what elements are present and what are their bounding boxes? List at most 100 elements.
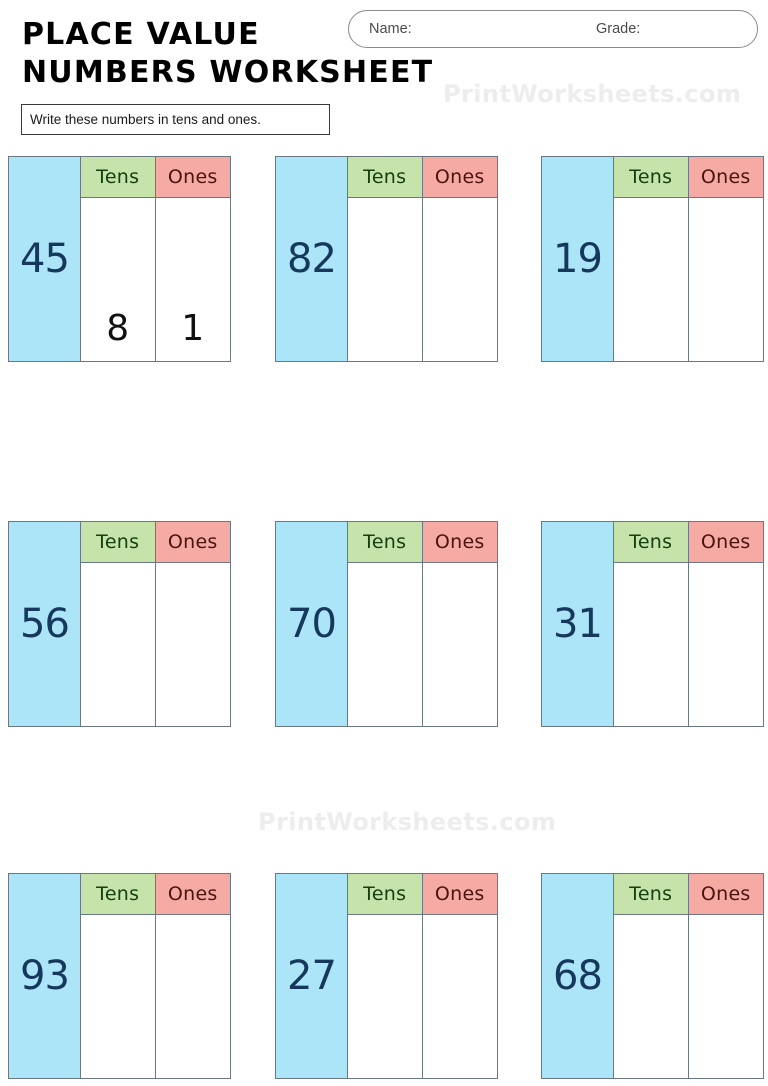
tens-answer-cell[interactable] [348,915,422,1078]
tens-answer-cell[interactable] [348,198,422,361]
name-grade-field-group[interactable]: Name: Grade: [348,10,758,48]
ones-answer-cell[interactable] [155,563,230,726]
tens-answer-cell[interactable] [81,915,155,1078]
place-value-card: 19 Tens Ones [541,156,764,362]
tens-header: Tens [348,522,422,563]
number-panel: 93 [9,874,81,1078]
instruction-box: Write these numbers in tens and ones. [21,104,330,135]
tens-answer-cell[interactable] [348,563,422,726]
number-panel: 70 [276,522,348,726]
ones-answer-cell[interactable]: 1 [155,198,230,361]
ones-answer-cell[interactable] [422,915,497,1078]
number-panel: 82 [276,157,348,361]
ones-header: Ones [688,157,763,198]
place-value-columns: Tens 8 Ones 1 [81,157,230,361]
ones-column: Ones [422,874,497,1078]
tens-column: Tens 8 [81,157,156,361]
ones-answer-cell[interactable] [688,198,763,361]
tens-column: Tens [348,157,423,361]
ones-column: Ones [422,157,497,361]
page-title-line-1: PLACE VALUE [22,17,260,52]
ones-header: Ones [155,522,230,563]
tens-answer-cell[interactable] [81,563,155,726]
grade-field-label: Grade: [596,21,641,37]
watermark-middle: PrintWorksheets.com [258,808,557,836]
problem-number: 27 [287,953,337,999]
ones-answer-cell[interactable] [688,915,763,1078]
place-value-card: 56 Tens Ones [8,521,231,727]
ones-header: Ones [688,522,763,563]
tens-header: Tens [614,522,688,563]
problem-number: 70 [287,601,337,647]
place-value-columns: Tens Ones [614,874,763,1078]
tens-header: Tens [81,522,155,563]
tens-header: Tens [614,874,688,915]
instruction-text: Write these numbers in tens and ones. [30,112,261,127]
tens-column: Tens [348,522,423,726]
tens-column: Tens [614,874,689,1078]
place-value-columns: Tens Ones [614,522,763,726]
place-value-card: 31 Tens Ones [541,521,764,727]
number-panel: 27 [276,874,348,1078]
page-title: PLACE VALUE NUMBERS WORKSHEET [22,16,452,92]
place-value-card: 82 Tens Ones [275,156,498,362]
tens-header: Tens [348,874,422,915]
ones-column: Ones [422,522,497,726]
tens-column: Tens [614,522,689,726]
card-row-1: 45 Tens 8 Ones 1 82 Tens [0,156,768,362]
ones-header: Ones [422,157,497,198]
place-value-card: 68 Tens Ones [541,873,764,1079]
ones-column: Ones [688,522,763,726]
problem-number: 93 [20,953,70,999]
place-value-columns: Tens Ones [348,157,497,361]
place-value-columns: Tens Ones [81,874,230,1078]
worksheet-header: PLACE VALUE NUMBERS WORKSHEET Name: Grad… [0,0,768,145]
place-value-card: 27 Tens Ones [275,873,498,1079]
tens-column: Tens [81,522,156,726]
tens-header: Tens [348,157,422,198]
ones-answer-cell[interactable] [422,563,497,726]
page-title-line-2: NUMBERS WORKSHEET [22,55,434,90]
ones-answer-cell[interactable] [688,563,763,726]
number-panel: 68 [542,874,614,1078]
tens-header: Tens [614,157,688,198]
ones-answer-cell[interactable] [155,915,230,1078]
problem-number: 68 [553,953,603,999]
ones-column: Ones 1 [155,157,230,361]
problem-number: 82 [287,236,337,282]
ones-answer-cell[interactable] [422,198,497,361]
ones-column: Ones [688,874,763,1078]
ones-header: Ones [688,874,763,915]
tens-answer-cell[interactable]: 8 [81,198,155,361]
tens-answer-cell[interactable] [614,198,688,361]
number-panel: 56 [9,522,81,726]
place-value-columns: Tens Ones [614,157,763,361]
tens-answer-cell[interactable] [614,563,688,726]
ones-header: Ones [422,874,497,915]
ones-column: Ones [155,874,230,1078]
ones-column: Ones [155,522,230,726]
place-value-columns: Tens Ones [348,522,497,726]
problem-number: 31 [553,601,603,647]
tens-column: Tens [81,874,156,1078]
tens-column: Tens [348,874,423,1078]
tens-answer-cell[interactable] [614,915,688,1078]
place-value-columns: Tens Ones [348,874,497,1078]
tens-header: Tens [81,874,155,915]
ones-column: Ones [688,157,763,361]
place-value-card: 45 Tens 8 Ones 1 [8,156,231,362]
ones-header: Ones [155,874,230,915]
tens-header: Tens [81,157,155,198]
problem-number: 56 [20,601,70,647]
place-value-columns: Tens Ones [81,522,230,726]
name-field-label: Name: [369,21,412,37]
ones-header: Ones [155,157,230,198]
number-panel: 19 [542,157,614,361]
problem-number: 45 [20,236,70,282]
card-row-2: 56 Tens Ones 70 Tens [0,521,768,727]
place-value-card: 70 Tens Ones [275,521,498,727]
place-value-card: 93 Tens Ones [8,873,231,1079]
number-panel: 45 [9,157,81,361]
card-row-3: 93 Tens Ones 27 Tens [0,873,768,1079]
